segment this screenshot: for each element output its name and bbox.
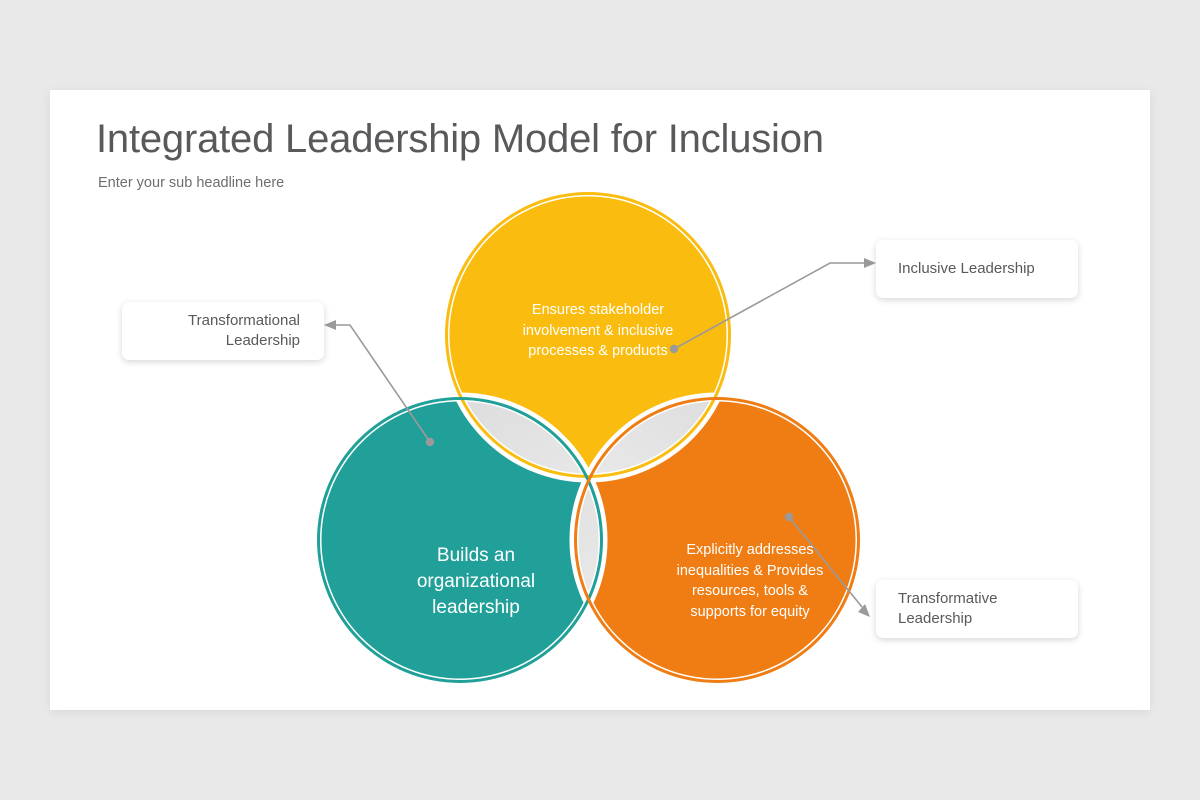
- callout-transformative-leadership[interactable]: Transformative Leadership: [876, 580, 1078, 638]
- page-subtitle: Enter your sub headline here: [98, 175, 285, 191]
- callout-transformational-leadership-label: Transformational Leadership: [122, 311, 300, 351]
- venn-diagram: Ensures stakeholder involvement & inclus…: [50, 90, 1150, 710]
- callout-inclusive-leadership-label: Inclusive Leadership: [898, 260, 1035, 278]
- callout-transformative-line-1: Transformative: [898, 590, 998, 608]
- callout-transformational-leadership[interactable]: Transformational Leadership: [122, 302, 324, 360]
- callout-transformative-leadership-label: Transformative Leadership: [898, 589, 1078, 629]
- slide-canvas: Integrated Leadership Model for Inclusio…: [50, 90, 1150, 710]
- callout-transformational-line-2: Leadership: [225, 332, 300, 349]
- connector-lines: [324, 258, 876, 617]
- callout-transformational-line-1: Transformational: [188, 312, 300, 330]
- callout-inclusive-leadership[interactable]: Inclusive Leadership: [876, 240, 1078, 298]
- callout-transformative-line-2: Leadership: [898, 610, 973, 627]
- venn-svg: [312, 187, 876, 688]
- page-title: Integrated Leadership Model for Inclusio…: [96, 117, 824, 161]
